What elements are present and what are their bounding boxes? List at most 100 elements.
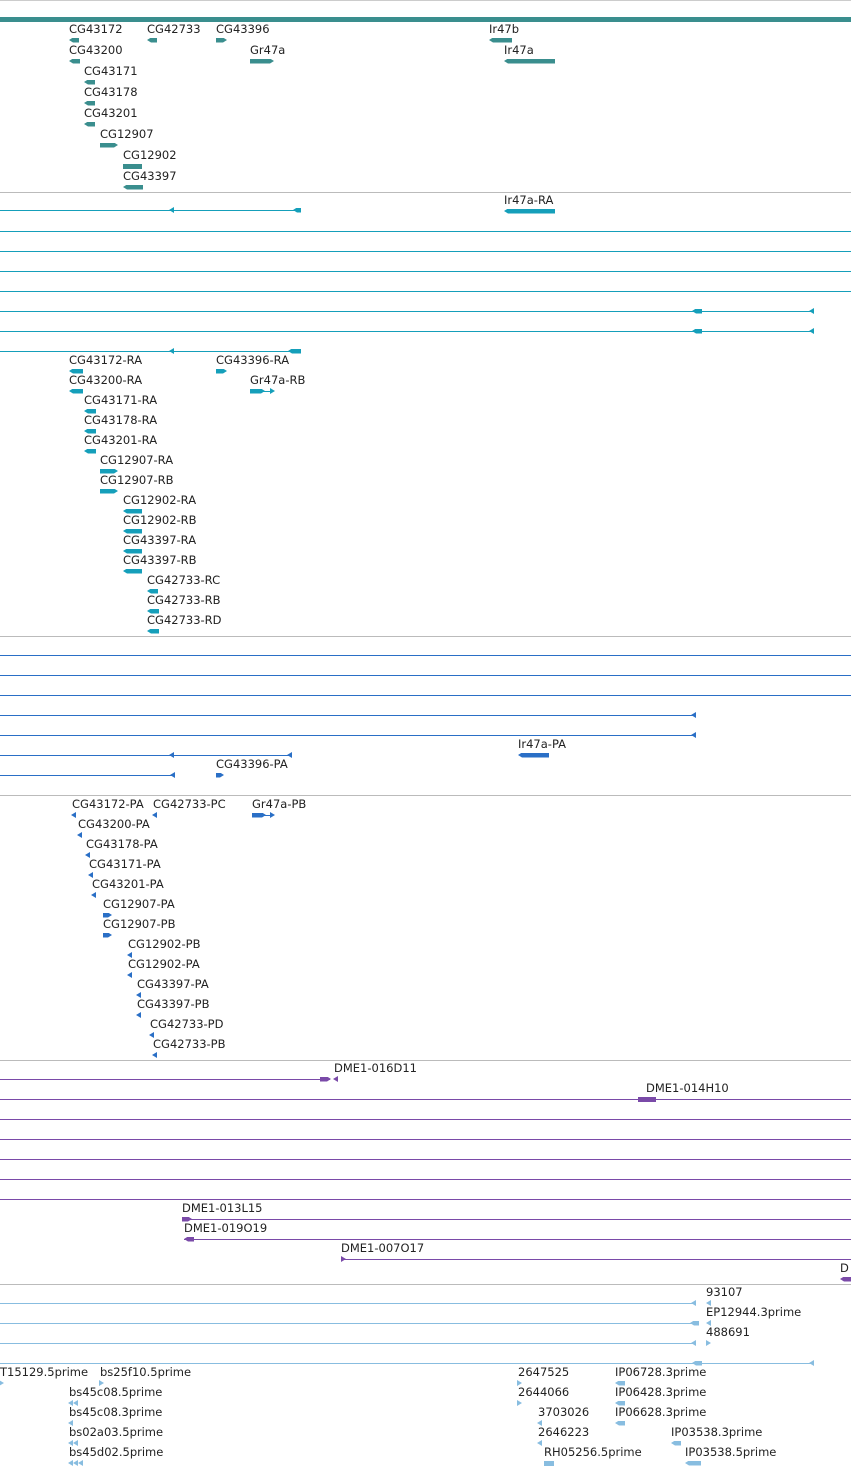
feature-label[interactable]: CG43396-RA [216,353,290,367]
feature-glyph[interactable] [685,1460,701,1466]
feature-label[interactable]: IP06428.3prime [615,1385,707,1399]
feature-glyph[interactable] [840,1276,851,1282]
feature-glyph[interactable] [489,37,512,43]
feature-label[interactable]: CG43397-RB [123,553,197,567]
feature-label[interactable]: RH05256.5prime [544,1445,642,1459]
feature-glyph[interactable] [100,143,118,148]
feature-label[interactable]: CG12907-RA [100,453,174,467]
feature-label[interactable]: CG43397-PB [137,997,210,1011]
feature-glyph[interactable] [84,79,95,85]
feature-label[interactable]: CG12902-PA [128,957,200,971]
feature-glyph[interactable] [84,448,96,454]
feature-label[interactable]: 2644066 [518,1385,570,1399]
feature-glyph[interactable] [103,933,112,938]
feature-label[interactable]: CG12907 [100,127,154,141]
feature-label[interactable]: CG43397-RA [123,533,197,547]
feature-label[interactable]: CG12907-RB [100,473,174,487]
feature-glyph[interactable] [216,38,227,43]
feature-glyph[interactable] [123,508,142,514]
feature-label[interactable]: 2646223 [538,1425,590,1439]
feature-glyph[interactable] [504,208,555,214]
feature-label[interactable]: Ir47b [489,22,520,36]
feature-label[interactable]: bs45c08.5prime [69,1385,163,1399]
feature-label[interactable]: CG42733-RD [147,613,222,627]
feature-label[interactable]: DME1-019O19 [184,1221,268,1235]
feature-label[interactable]: CG43172-PA [72,797,144,811]
feature-label[interactable]: CG43178 [84,85,138,99]
feature-glyph[interactable] [123,184,143,190]
feature-glyph[interactable] [84,428,96,434]
feature-label[interactable]: CG43200-RA [69,373,143,387]
feature-glyph[interactable] [69,37,79,43]
feature-glyph[interactable] [293,207,301,213]
feature-label[interactable]: Gr47a-PB [252,797,307,811]
feature-glyph[interactable] [544,1460,554,1466]
feature-label[interactable]: CG43396 [216,22,270,36]
feature-label[interactable]: Ir47a-PA [518,737,567,751]
feature-glyph[interactable] [671,1440,681,1446]
feature-label[interactable]: CG12902-PB [128,937,201,951]
feature-label[interactable]: EP12944.3prime [706,1305,802,1319]
feature-label[interactable]: CG43397-PA [137,977,209,991]
feature-glyph[interactable] [123,548,142,554]
feature-glyph[interactable] [692,1360,702,1366]
feature-label[interactable]: DME1-014H10 [646,1081,729,1095]
feature-label[interactable]: CG42733-PC [153,797,226,811]
feature-label[interactable]: DME1-007O17 [341,1241,425,1255]
feature-label[interactable]: CG43201-PA [92,877,164,891]
feature-label[interactable]: CG43178-RA [84,413,158,427]
feature-label[interactable]: Ir47a-RA [504,193,554,207]
feature-label[interactable]: Ir47a [504,43,534,57]
feature-glyph[interactable] [147,588,158,594]
feature-glyph[interactable] [518,752,549,758]
feature-glyph[interactable] [615,1420,625,1426]
feature-glyph[interactable] [288,348,301,354]
feature-glyph[interactable] [100,489,118,494]
feature-label[interactable]: CG12907-PB [103,917,176,931]
feature-label[interactable]: CG42733-PD [150,1017,224,1031]
feature-glyph[interactable] [147,608,159,614]
feature-glyph[interactable] [69,58,80,64]
feature-label[interactable]: CG12902 [123,148,177,162]
feature-label[interactable]: Gr47a-RB [250,373,306,387]
feature-glyph[interactable] [123,163,142,169]
feature-glyph[interactable] [615,1400,625,1406]
scaffold-bar[interactable] [0,17,851,22]
feature-label[interactable]: Gr47a [250,43,286,57]
feature-glyph[interactable] [69,368,83,374]
feature-glyph[interactable] [84,100,95,106]
feature-label[interactable]: IP03538.3prime [671,1425,763,1439]
feature-glyph[interactable] [250,59,274,64]
feature-label[interactable]: 93107 [706,1285,743,1299]
feature-label[interactable]: CG42733-RB [147,593,221,607]
feature-label[interactable]: T15129.5prime [0,1365,89,1379]
feature-label[interactable]: D [840,1261,849,1275]
feature-glyph[interactable] [692,308,702,314]
feature-label[interactable]: DME1-016D11 [334,1061,417,1075]
feature-glyph[interactable] [69,388,83,394]
feature-label[interactable]: CG43200 [69,43,123,57]
feature-label[interactable]: CG43171 [84,64,138,78]
feature-label[interactable]: 2647525 [518,1365,570,1379]
feature-glyph[interactable] [615,1380,625,1386]
feature-glyph[interactable] [123,528,142,534]
feature-label[interactable]: CG43200-PA [78,817,150,831]
feature-glyph[interactable] [100,469,118,474]
feature-glyph[interactable] [504,58,555,64]
feature-glyph[interactable] [84,408,96,414]
feature-label[interactable]: IP03538.5prime [685,1445,777,1459]
feature-label[interactable]: CG43171-RA [84,393,158,407]
feature-glyph[interactable] [690,1320,699,1326]
feature-label[interactable]: 3703026 [538,1405,590,1419]
feature-label[interactable]: CG43397 [123,169,177,183]
feature-glyph[interactable] [147,37,157,43]
feature-label[interactable]: CG43172 [69,22,123,36]
feature-label[interactable]: bs45c08.3prime [69,1405,163,1419]
feature-label[interactable]: CG42733-PB [153,1037,226,1051]
feature-glyph[interactable] [216,773,224,778]
feature-glyph[interactable] [123,568,142,574]
feature-label[interactable]: CG43178-PA [86,837,158,851]
feature-label[interactable]: DME1-013L15 [182,1201,263,1215]
feature-glyph[interactable] [216,369,227,374]
feature-glyph[interactable] [103,913,112,918]
